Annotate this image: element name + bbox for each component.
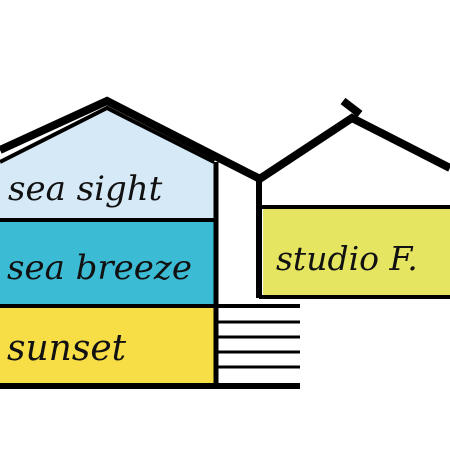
stairs [218,320,300,369]
main-house-outline [0,96,300,389]
sea-sight-label: sea sight [8,169,163,209]
sea-breeze-label: sea breeze [7,248,192,288]
sunset-unit[interactable] [0,308,214,384]
sunset-label: sunset [7,328,127,369]
studio-roof [255,113,450,184]
studio-unit[interactable] [263,209,450,296]
studio-chimney [340,97,363,118]
studio-label: studio F. [276,239,418,278]
inner-roof-line [0,105,215,164]
sea-breeze-unit[interactable] [0,222,214,304]
studio-house-outline [255,97,450,299]
main-roof [0,96,264,184]
